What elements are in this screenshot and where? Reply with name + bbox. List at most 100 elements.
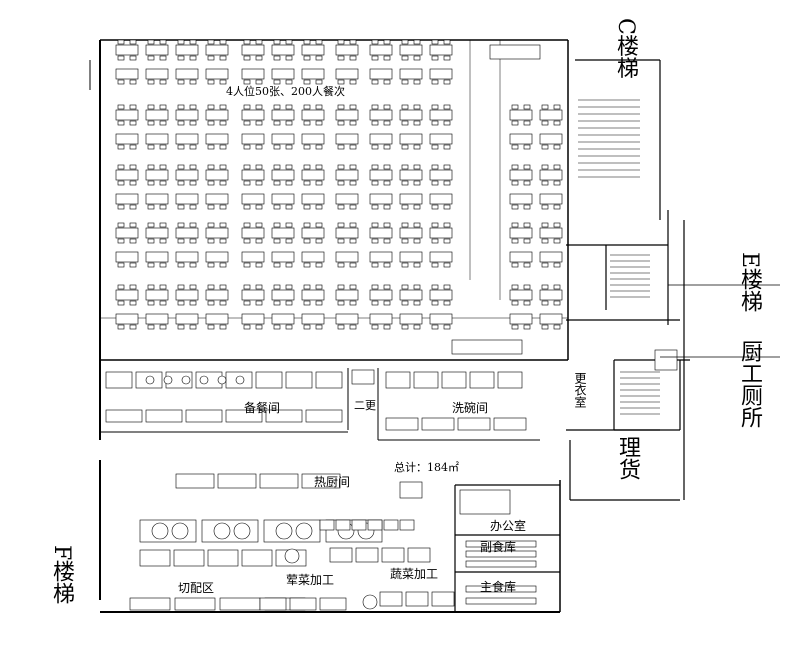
dining-chair: [117, 284, 125, 290]
dining-table: [175, 44, 199, 56]
dining-chair: [273, 262, 281, 268]
dining-chair: [401, 262, 409, 268]
dining-chair: [189, 204, 197, 210]
dining-chair: [117, 300, 125, 306]
dining-chair: [541, 180, 549, 186]
hot-work-table: [259, 473, 299, 489]
dining-chair: [349, 180, 357, 186]
dining-table: [509, 227, 533, 239]
dining-chair: [413, 120, 421, 126]
dining-chair: [285, 39, 293, 45]
dining-chair: [189, 284, 197, 290]
dining-chair: [349, 204, 357, 210]
dining-chair: [177, 79, 185, 85]
dining-chair: [189, 238, 197, 244]
dining-table: [301, 133, 325, 145]
dining-chair: [207, 55, 215, 61]
dining-table: [115, 169, 139, 181]
dining-chair: [315, 144, 323, 150]
dining-table: [205, 133, 229, 145]
dining-table: [335, 44, 359, 56]
dining-chair: [553, 144, 561, 150]
dining-table: [145, 109, 169, 121]
dining-table: [335, 313, 359, 325]
dining-chair: [303, 238, 311, 244]
dining-chair: [383, 284, 391, 290]
dining-table: [145, 68, 169, 80]
dining-chair: [243, 238, 251, 244]
dining-chair: [511, 300, 519, 306]
dining-chair: [255, 262, 263, 268]
dining-chair: [285, 324, 293, 330]
steamer-unit: [319, 519, 335, 531]
dining-chair: [553, 204, 561, 210]
dining-chair: [383, 120, 391, 126]
dining-chair: [147, 262, 155, 268]
dining-chair: [553, 300, 561, 306]
dining-chair: [243, 180, 251, 186]
dining-chair: [413, 144, 421, 150]
dining-table: [241, 313, 265, 325]
dining-chair: [401, 324, 409, 330]
dining-chair: [523, 204, 531, 210]
dining-chair: [159, 104, 167, 110]
dining-chair: [371, 300, 379, 306]
dining-chair: [413, 222, 421, 228]
cutting-station: [139, 549, 171, 567]
dining-table: [429, 109, 453, 121]
steamer-unit: [383, 519, 399, 531]
dining-table: [271, 289, 295, 301]
dining-chair: [207, 324, 215, 330]
dining-table: [241, 289, 265, 301]
dining-chair: [207, 204, 215, 210]
dining-chair: [401, 180, 409, 186]
toilet-label: 厨工厕所: [737, 340, 762, 428]
dining-chair: [413, 55, 421, 61]
dining-chair: [371, 144, 379, 150]
dining-chair: [349, 300, 357, 306]
dining-chair: [285, 164, 293, 170]
dining-chair: [349, 222, 357, 228]
prep-counter: [285, 371, 313, 389]
dining-table: [271, 227, 295, 239]
dining-chair: [147, 284, 155, 290]
dining-table: [115, 193, 139, 205]
dining-chair: [177, 324, 185, 330]
dining-chair: [147, 104, 155, 110]
dining-table: [399, 133, 423, 145]
dining-chair: [219, 284, 227, 290]
dining-chair: [383, 204, 391, 210]
dining-chair: [243, 164, 251, 170]
dining-chair: [349, 284, 357, 290]
dining-chair: [177, 104, 185, 110]
dining-chair: [117, 204, 125, 210]
dining-chair: [553, 164, 561, 170]
room-label-hot-kitchen: 热厨间: [314, 475, 351, 489]
stair-label-f: F楼梯: [49, 545, 74, 605]
dining-chair: [285, 120, 293, 126]
dining-chair: [383, 39, 391, 45]
dining-chair: [129, 164, 137, 170]
hot-work-table: [175, 473, 215, 489]
dining-table: [429, 227, 453, 239]
dining-chair: [511, 104, 519, 110]
room-label-main-store: 主食库: [480, 580, 517, 594]
wok-burner: [171, 522, 189, 540]
dining-chair: [255, 222, 263, 228]
dining-chair: [431, 120, 439, 126]
dining-chair: [219, 262, 227, 268]
dining-table: [335, 193, 359, 205]
dining-chair: [383, 262, 391, 268]
dining-chair: [255, 238, 263, 244]
dining-chair: [541, 204, 549, 210]
dining-chair: [349, 39, 357, 45]
dining-chair: [129, 180, 137, 186]
prep-counter: [255, 371, 283, 389]
dining-chair: [315, 79, 323, 85]
dining-chair: [371, 324, 379, 330]
wok-burner: [233, 522, 251, 540]
dish-rack: [493, 417, 527, 431]
dining-chair: [255, 164, 263, 170]
dining-chair: [189, 104, 197, 110]
dining-chair: [443, 284, 451, 290]
